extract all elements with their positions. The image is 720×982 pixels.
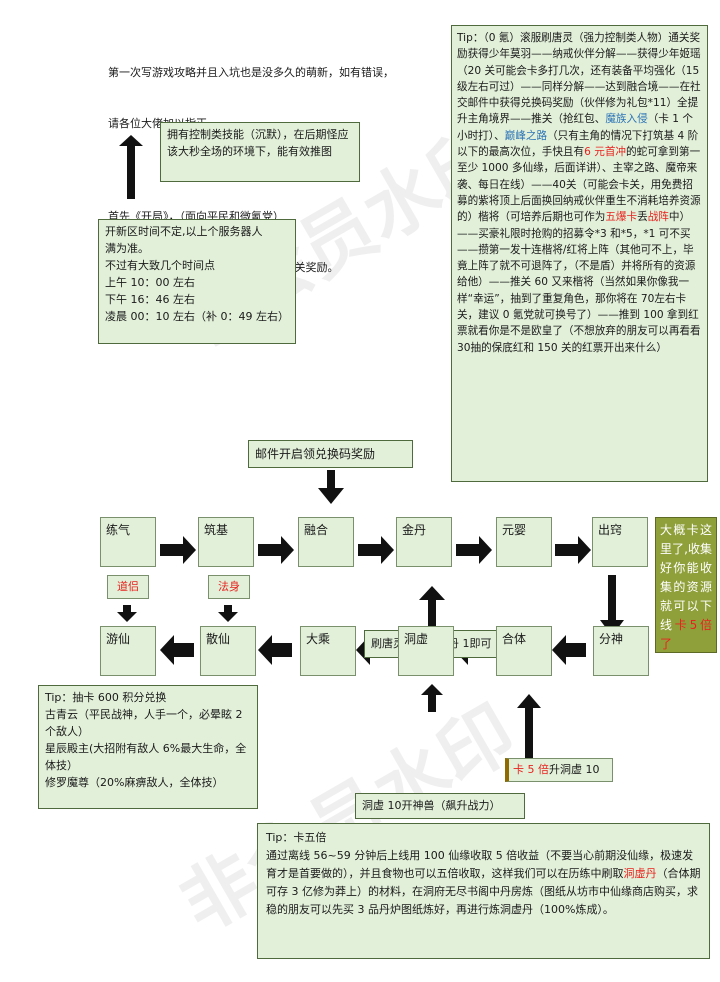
note-line: 不过有大致几个时间点: [105, 259, 215, 272]
stuck-here-red-text: 卡5倍了: [660, 618, 712, 651]
stage-label: 游仙: [106, 632, 131, 646]
stage-label: 大乘: [306, 632, 331, 646]
beast-text: 洞虚 10开神兽（飙升战力）: [362, 799, 501, 812]
control-skill-note: 拥有控制类技能（沉默），在后期怪应该大秒全场的环境下，能有效推图: [160, 122, 360, 182]
highlight-text: 洞虚丹: [623, 867, 657, 880]
mail-redeem-note: 邮件开启领兑换码奖励: [248, 440, 413, 468]
stage-label: 元婴: [502, 523, 527, 537]
stage-label: 洞虚: [404, 632, 429, 646]
note-line: 下午 16：46 左右: [105, 293, 195, 306]
tip-panel-bottom: Tip：卡五倍 通过离线 56~59 分钟后上线用 100 仙缘收取 5 倍收益…: [257, 823, 710, 959]
right-arrow: [160, 536, 196, 564]
tip-line: Tip：抽卡 600 积分兑换: [45, 691, 167, 704]
stage-sanxian: 散仙: [200, 626, 256, 676]
stage-ronghe: 融合: [298, 517, 354, 567]
stage-label: 分神: [599, 632, 624, 646]
right-arrow: [456, 536, 492, 564]
up-arrow: [419, 586, 445, 630]
note-line: 凌晨 00：10 左右（补 0：49 左右）: [105, 310, 289, 323]
tip-panel-top: Tip：（0 氪）滚服刷唐灵（强力控制类人物）通关奖励获得少年莫羽——纳戒伙伴分…: [451, 25, 708, 482]
stage-label: 金丹: [402, 523, 427, 537]
left-arrow: [160, 635, 194, 665]
stage-label: 出窍: [598, 523, 623, 537]
upgrade-red-text: 卡 5 倍: [513, 763, 549, 776]
up-arrow: [119, 135, 143, 199]
upgrade-text: 升洞虚 10: [549, 763, 600, 776]
tip-text: 中）——买豪礼限时抢购的招募令*3 和*5，*1 可不买——攒第一发十连楷将/红…: [457, 211, 701, 354]
tip-text: （卡 1 个小时打）、: [457, 113, 693, 142]
stage-dongxu: 洞虚: [398, 626, 454, 676]
fashen-tag: 法身: [208, 575, 250, 599]
tip-line: 古青云（平民战神，人手一个，必晕眩 2 个敌人）: [45, 708, 246, 738]
stage-jindan: 金丹: [396, 517, 452, 567]
stage-label: 融合: [304, 523, 329, 537]
daolv-label: 道侣: [117, 580, 139, 593]
stuck-here-note: 大概卡这里了,收集好你能收集的资源就可以下线卡5倍了: [655, 517, 717, 653]
daolv-tag: 道侣: [107, 575, 149, 599]
stage-dacheng: 大乘: [300, 626, 356, 676]
right-arrow: [258, 536, 294, 564]
stage-label: 合体: [502, 632, 527, 646]
control-skill-text: 拥有控制类技能（沉默），在后期怪应该大秒全场的环境下，能有效推图: [167, 128, 349, 158]
intro-line: 第一次写游戏攻略并且入坑也是没多久的萌新，如有错误，: [108, 66, 394, 79]
stage-zhuji: 筑基: [198, 517, 254, 567]
stage-yuanying: 元婴: [496, 517, 552, 567]
down-arrow: [117, 605, 137, 622]
down-arrow: [600, 575, 624, 636]
tip-text: 通过离线 56~59 分钟后上线用 100 仙缘收取 5 倍收益（不要当心前期没…: [266, 849, 694, 880]
note-line: 上午 10：00 左右: [105, 276, 195, 289]
right-arrow: [555, 536, 591, 564]
mail-redeem-text: 邮件开启领兑换码奖励: [255, 447, 376, 461]
tip-title: Tip：卡五倍: [266, 831, 327, 844]
highlight-text: 五爆卡: [605, 211, 638, 224]
stage-heti: 合体: [496, 626, 552, 676]
down-arrow: [218, 605, 238, 622]
down-arrow: [318, 470, 344, 504]
stage-fenshen: 分神: [593, 626, 649, 676]
stage-chuqiao: 出窍: [592, 517, 648, 567]
up-arrow: [421, 684, 443, 712]
tip-line: 星辰殿主(大招附有敌人 6%最大生命，全体技）: [45, 742, 247, 772]
highlight-text: 战阵: [647, 211, 669, 224]
right-arrow: [358, 536, 394, 564]
highlight-link-text: 魔族入侵: [605, 113, 648, 126]
tip-line: 修罗魔尊（20%麻痹敌人，全体技）: [45, 776, 224, 789]
stage-label: 练气: [106, 523, 131, 537]
tip-text: Tip：（0 氪）滚服刷唐灵（强力控制类人物）通关奖励获得少年莫羽——纳戒伙伴分…: [457, 32, 701, 126]
note-line: 满为准。: [105, 242, 149, 255]
beast-note: 洞虚 10开神兽（飙升战力）: [355, 793, 525, 819]
tip-text: 丢: [637, 211, 648, 224]
tip-text: 的蛇可拿到第一至少 1000 多仙缘，后面详讲）、主宰之路、魔帝来袭、每日在线）…: [457, 146, 701, 224]
tip-text: （合体期可存 3 亿修为莽上）的材料，在洞府无尽书阁中丹房炼（图纸从坊市中仙缘商…: [266, 867, 701, 916]
stage-youxian: 游仙: [100, 626, 156, 676]
stuck-here-text: 大概卡这里了,收集好你能收集的资源就可以下线: [660, 523, 712, 632]
server-time-note: 开新区时间不定,以上个服务器人 满为准。 不过有大致几个时间点 上午 10：00…: [98, 219, 296, 344]
stage-lianqi: 练气: [100, 517, 156, 567]
left-arrow: [258, 635, 292, 665]
upgrade-dongxu-note: 卡 5 倍升洞虚 10: [505, 758, 613, 782]
tip-panel-left: Tip：抽卡 600 积分兑换 古青云（平民战神，人手一个，必晕眩 2 个敌人）…: [38, 685, 258, 809]
stage-label: 筑基: [204, 523, 229, 537]
left-arrow: [552, 635, 586, 665]
up-arrow: [517, 694, 541, 758]
highlight-link-text: 巅峰之路: [504, 129, 548, 142]
stage-label: 散仙: [206, 632, 231, 646]
tip-text: （只有主角的情况下打筑基 4 阶以下的最高次位，手快且有: [457, 129, 699, 159]
highlight-text: 6 元首冲: [584, 146, 627, 159]
note-line: 开新区时间不定,以上个服务器人: [105, 225, 263, 238]
fashen-label: 法身: [218, 580, 240, 593]
